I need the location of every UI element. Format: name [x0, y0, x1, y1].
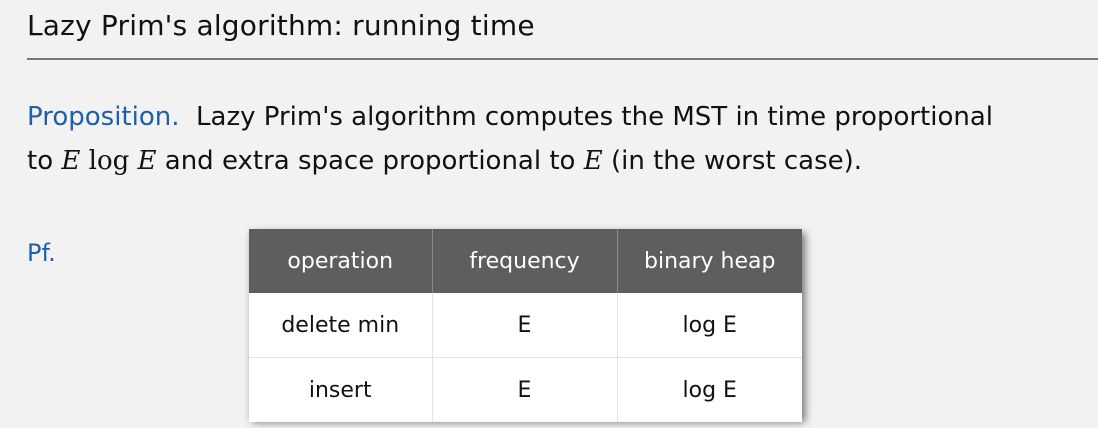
cost-table-container: operation frequency binary heap delete m… — [249, 229, 802, 422]
proposition-text-2c: (in the worst case). — [602, 146, 863, 176]
table-cell: log E — [617, 293, 802, 358]
table-cell: log E — [617, 357, 802, 422]
page-title: Lazy Prim's algorithm: running time — [27, 9, 535, 42]
math-var-e: E — [583, 146, 603, 176]
header-binary-heap: binary heap — [617, 229, 802, 293]
header-frequency: frequency — [432, 229, 618, 293]
table-cell: delete min — [249, 293, 433, 358]
proof-label: Pf. — [27, 239, 56, 267]
math-e-log-e: E log E — [61, 146, 156, 176]
math-var-e: E — [61, 146, 81, 176]
proposition-block: Proposition. Lazy Prim's algorithm compu… — [27, 95, 1087, 183]
proposition-line-1: Proposition. Lazy Prim's algorithm compu… — [27, 95, 1087, 139]
title-divider — [27, 58, 1098, 60]
table-row: delete min E log E — [249, 293, 802, 358]
table-cell: insert — [249, 357, 433, 422]
proposition-label: Proposition. — [27, 102, 180, 132]
math-var-e: E — [137, 146, 157, 176]
table-cell: E — [432, 357, 618, 422]
proposition-line-2: to E log E and extra space proportional … — [27, 139, 1087, 183]
header-operation: operation — [249, 229, 433, 293]
table-header-row: operation frequency binary heap — [249, 229, 802, 293]
math-e: E — [584, 146, 603, 176]
proposition-text-1: Lazy Prim's algorithm computes the MST i… — [196, 102, 994, 132]
proposition-text-2a: to — [27, 146, 62, 176]
math-log: log — [88, 146, 130, 176]
table-row: insert E log E — [249, 357, 802, 422]
proposition-text-2b: and extra space proportional to — [156, 146, 584, 176]
table-cell: E — [432, 293, 618, 358]
cost-table: operation frequency binary heap delete m… — [249, 229, 802, 422]
